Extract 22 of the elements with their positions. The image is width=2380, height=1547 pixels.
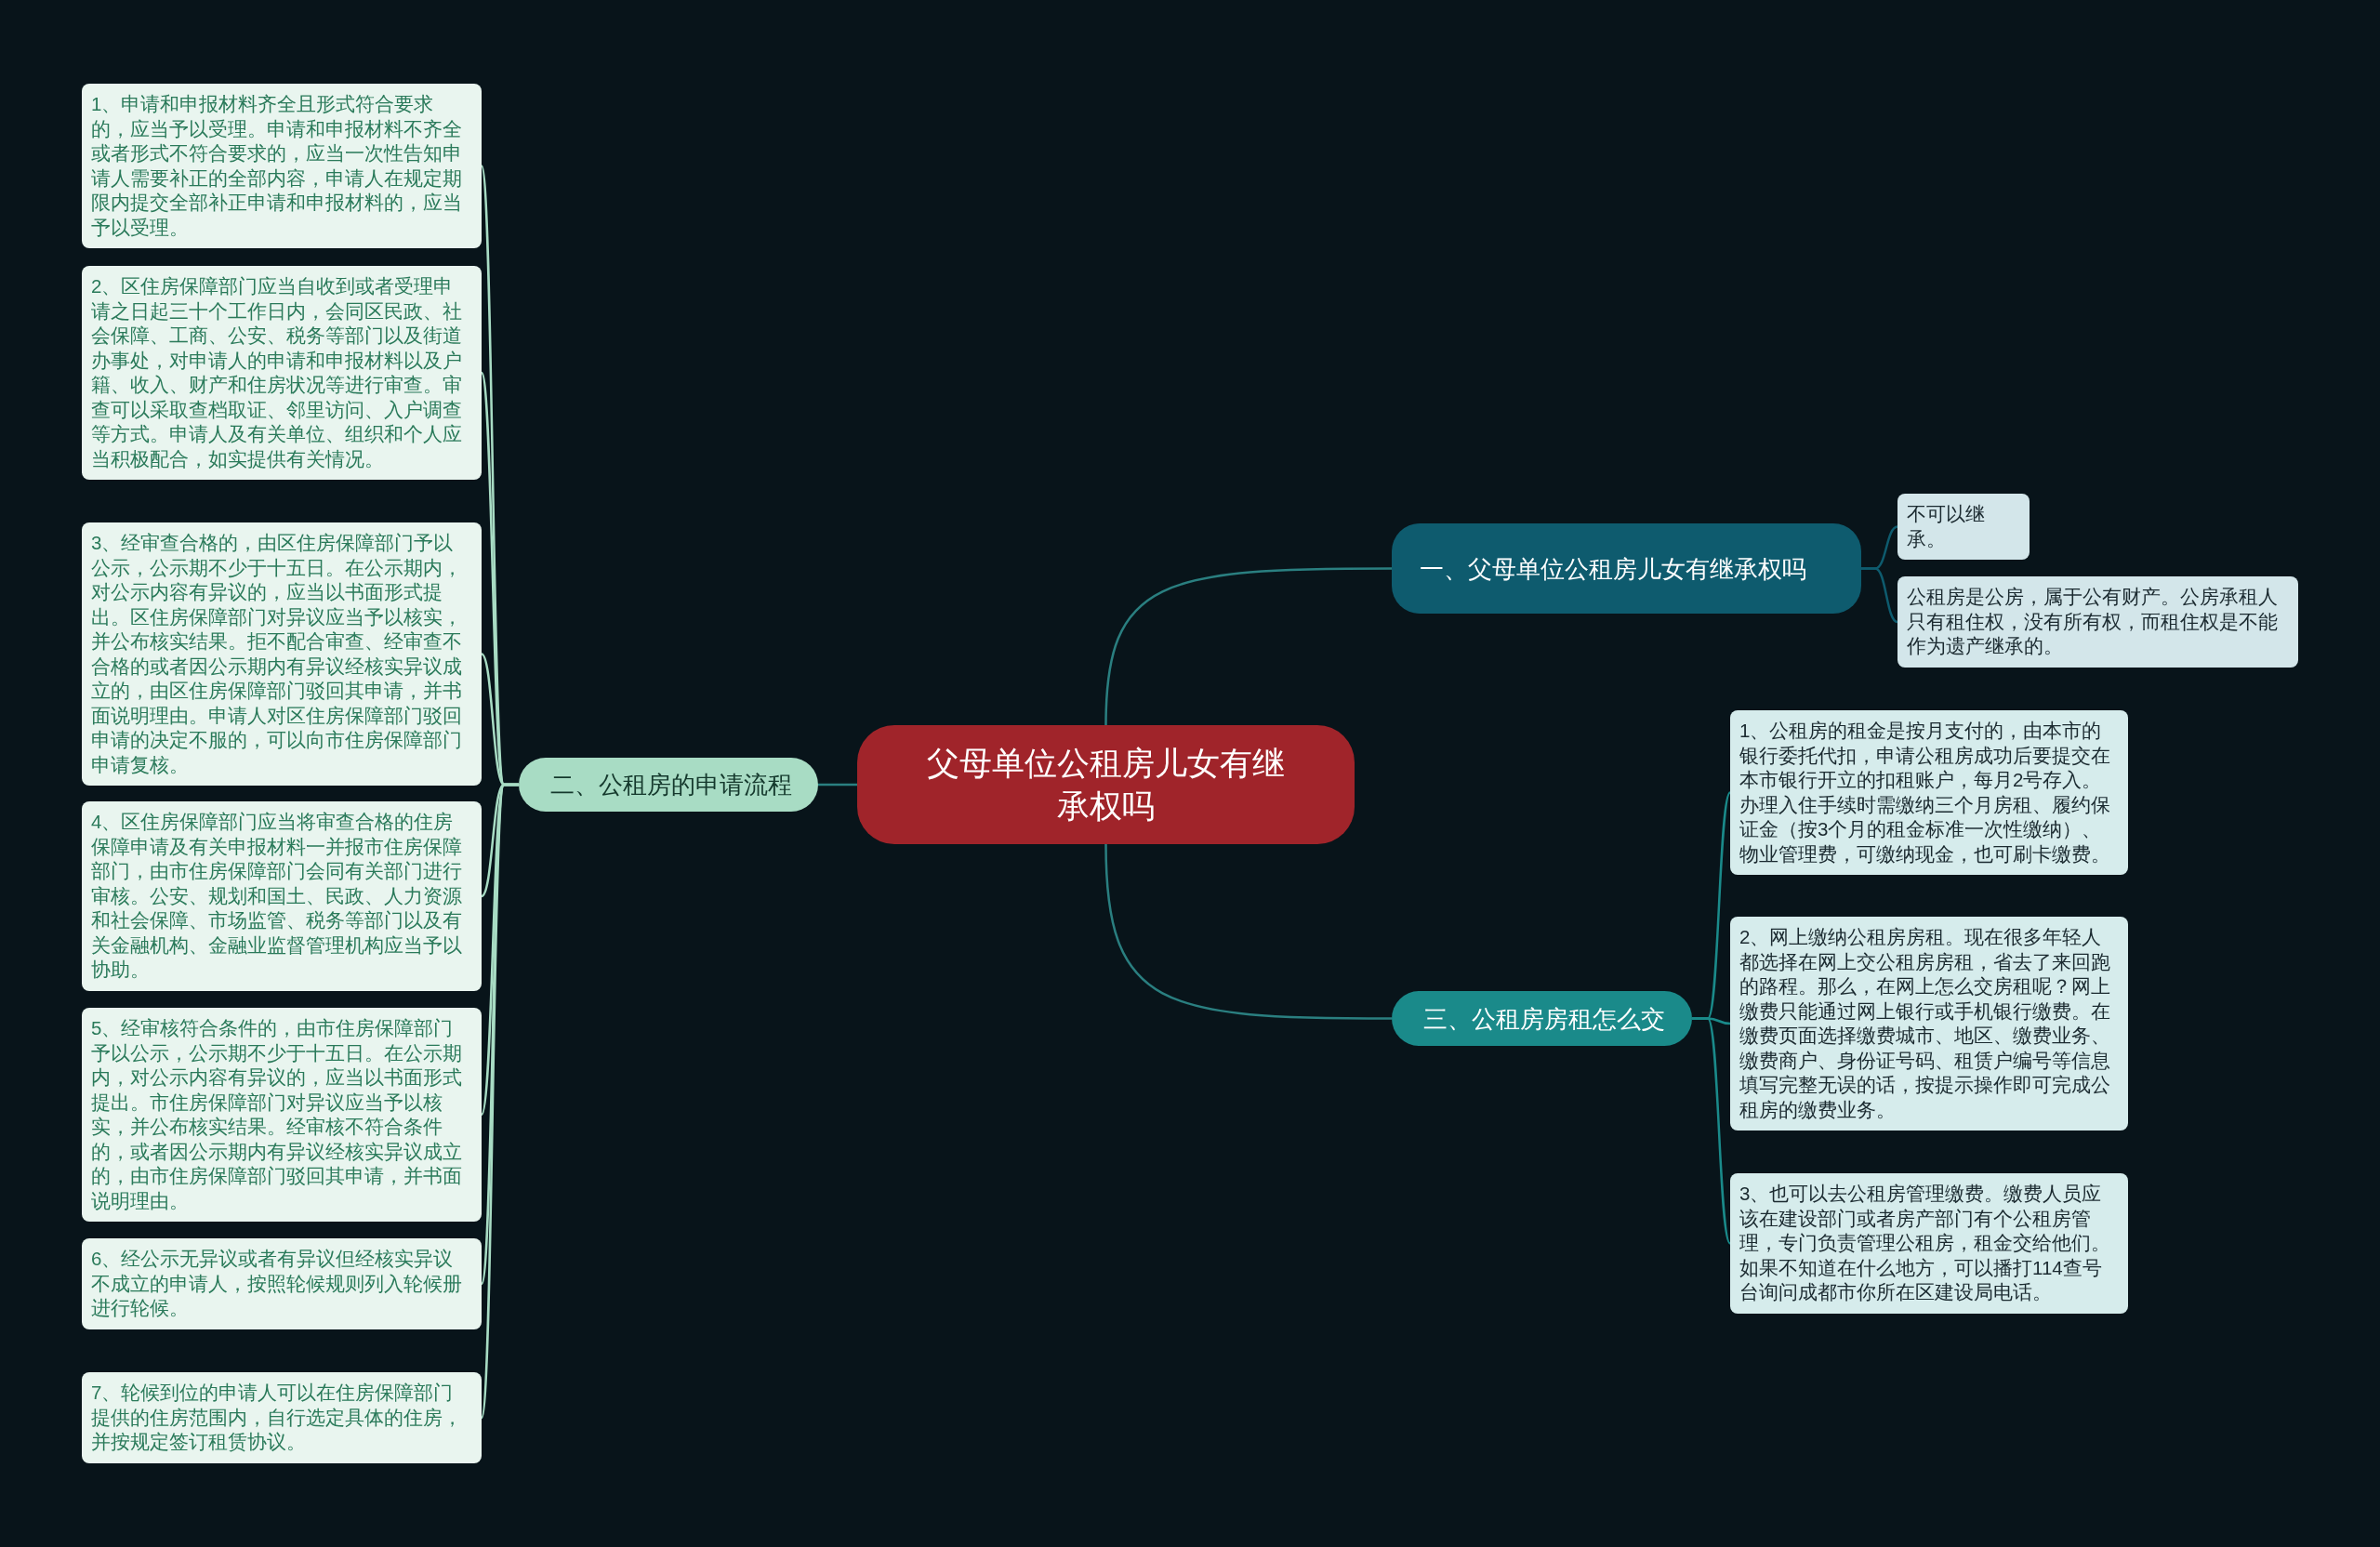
note-card: 2、区住房保障部门应当自收到或者受理申请之日起三十个工作日内，会同区民政、社会保障、工商、公安、税务等部门以及街道办事处，对申请人的申请和申报材料以及户籍、收入、财产和住房状况等进行审查。审查可以采取查档取证、邻里访问、入户调查等方式。申请人及有关单位、组织和个人应当积极配合，如实提供有关情况。 [82,266,482,480]
root-topic: 父母单位公租房儿女有继承权吗 [857,725,1355,844]
connector-line [1692,1017,1732,1245]
branch-topic: 三、公租房房租怎么交 [1392,991,1692,1046]
connector-line [1861,567,1898,624]
note-card: 5、经审核符合条件的，由市住房保障部门予以公示，公示期不少于十五日。在公示期内，对公示内容有异议的，应当以书面形式提出。市住房保障部门对异议应当予以核实，并公布核实结果。经审核不符合条件的，或者因公示期内有异议经核实异议成立的，由市住房保障部门驳回其申请，并书面说明理由。 [82,1008,482,1222]
branch-topic: 一、父母单位公租房儿女有继承权吗 [1392,523,1861,614]
note-card: 公租房是公房，属于公有财产。公房承租人只有租住权，没有所有权，而租住权是不能作为遗产继承的。 [1897,576,2298,668]
note-card: 6、经公示无异议或者有异议但经核实异议不成立的申请人，按照轮候规则列入轮候册进行轮候。 [82,1238,482,1329]
note-card: 2、网上缴纳公租房房租。现在很多年轻人都选择在网上交公租房房租，省去了来回跑的路程。那么，在网上怎么交房租呢？网上缴费只能通过网上银行或手机银行缴费。在缴费页面选择缴费城市、地区、缴费业务、缴费商户、身份证号码、租赁户编号等信息填写完整无误的话，按提示操作即可完成公租房的缴费业务。 [1730,917,2128,1130]
connector-line [480,783,519,1419]
note-card: 3、也可以去公租房管理缴费。缴费人员应该在建设部门或者房产部门有个公租房管理，专门负责管理公租房，租金交给他们。如果不知道在什么地方，可以播打114查号台询问成都市你所在区建设局电话。 [1730,1173,2128,1314]
connector-line [1104,843,1392,1020]
note-card: 1、公租房的租金是按月支付的，由本市的银行委托代扣，申请公租房成功后要提交在本市银行开立的扣租账户，每月2号存入。办理入住手续时需缴纳三个月房租、履约保证金（按3个月的租金标准一次性缴纳）、物业管理费，可缴纳现金，也可刷卡缴费。 [1730,710,2128,875]
note-card: 7、轮候到位的申请人可以在住房保障部门提供的住房范围内，自行选定具体的住房，并按规定签订租赁协议。 [82,1372,482,1463]
connector-line [1104,567,1392,726]
note-card: 4、区住房保障部门应当将审查合格的住房保障申请及有关申报材料一并报市住房保障部门，由市住房保障部门会同有关部门进行审核。公安、规划和国土、民政、人力资源和社会保障、市场监管、税务等部门以及有关金融机构、金融业监督管理机构应当予以协助。 [82,801,482,991]
note-card: 1、申请和申报材料齐全且形式符合要求的，应当予以受理。申请和申报材料不齐全或者形式不符合要求的，应当一次性告知申请人需要补正的全部内容，申请人在规定期限内提交全部补正申请和申报材料的，应当予以受理。 [82,84,482,248]
branch-topic: 二、公租房的申请流程 [519,758,818,812]
note-card: 3、经审查合格的，由区住房保障部门予以公示，公示期不少于十五日。在公示期内，对公示内容有异议的，应当以书面形式提出。区住房保障部门对异议应当予以核实，并公布核实结果。拒不配合审查、经审查不合格的或者因公示期内有异议经核实异议成立的，由区住房保障部门驳回其申请，并书面说明理由。申请人对区住房保障部门驳回申请的决定不服的，可以向市住房保障部门申请复核。 [82,522,482,786]
note-card: 不可以继承。 [1897,494,2030,560]
connector-line [818,783,857,787]
